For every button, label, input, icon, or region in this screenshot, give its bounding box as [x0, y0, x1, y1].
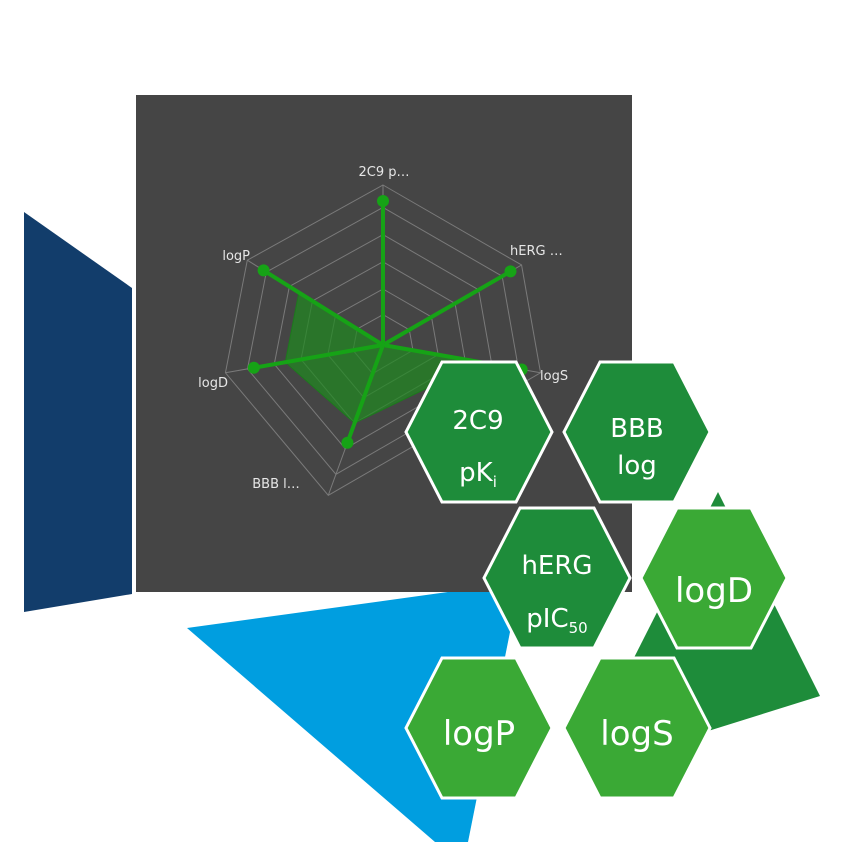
navy-wedge-shape — [24, 212, 132, 612]
axis-label-logs: logS — [540, 369, 568, 384]
hexagon-herg-line2: pIC50 — [526, 604, 587, 637]
hexagon-herg-line1: hERG — [521, 551, 592, 581]
hexagon-logd-label: logD — [675, 571, 753, 611]
radar-point-herg — [504, 265, 517, 278]
hexagon-herg-pic50: hERG pIC50 — [482, 506, 632, 650]
radar-point-2c9 — [377, 195, 389, 207]
axis-label-herg: hERG … — [510, 244, 563, 259]
radar-spoke-bbb — [345, 343, 385, 445]
axis-label-logd: logD — [198, 376, 228, 391]
radar-spoke-herg — [381, 269, 513, 347]
hexagon-2c9-pki: 2C9 pKi — [404, 360, 554, 504]
hexagon-herg-shape — [482, 506, 632, 650]
radar-point-bbb — [341, 436, 354, 449]
hexagon-logd: logD — [639, 506, 789, 650]
radar-spoke-logp — [261, 268, 385, 347]
hexagon-bbb-line1: BBB — [610, 414, 664, 444]
hexagon-bbb-log: BBB log — [562, 360, 712, 504]
hexagon-logp: logP — [404, 656, 554, 800]
axis-label-2c9: 2C9 p… — [358, 165, 409, 180]
hexagon-2c9-line1: 2C9 — [452, 406, 503, 436]
axis-label-bbb: BBB l… — [252, 477, 300, 492]
radar-point-logd — [247, 361, 260, 374]
radar-spoke-logd — [251, 343, 385, 370]
axis-label-logp: logP — [222, 249, 250, 264]
radar-spokes — [251, 199, 524, 445]
radar-chart: 2C9 p… hERG … logS BBB l… logD logP — [198, 165, 568, 496]
hexagon-bbb-line2: log — [617, 451, 657, 481]
hexagon-logs: logS — [562, 656, 712, 800]
hexagon-logd-shape — [639, 506, 789, 650]
hexagon-logp-label: logP — [443, 714, 515, 754]
hexagon-logs-label: logS — [600, 714, 673, 754]
hexagon-bbb-shape — [562, 360, 712, 504]
radar-points — [247, 195, 528, 449]
hexagon-2c9-shape — [404, 360, 554, 504]
hexagon-logs-shape — [562, 656, 712, 800]
hexagon-2c9-line2: pKi — [459, 458, 497, 491]
hexagon-logp-shape — [404, 656, 554, 800]
radar-point-logp — [257, 264, 270, 277]
